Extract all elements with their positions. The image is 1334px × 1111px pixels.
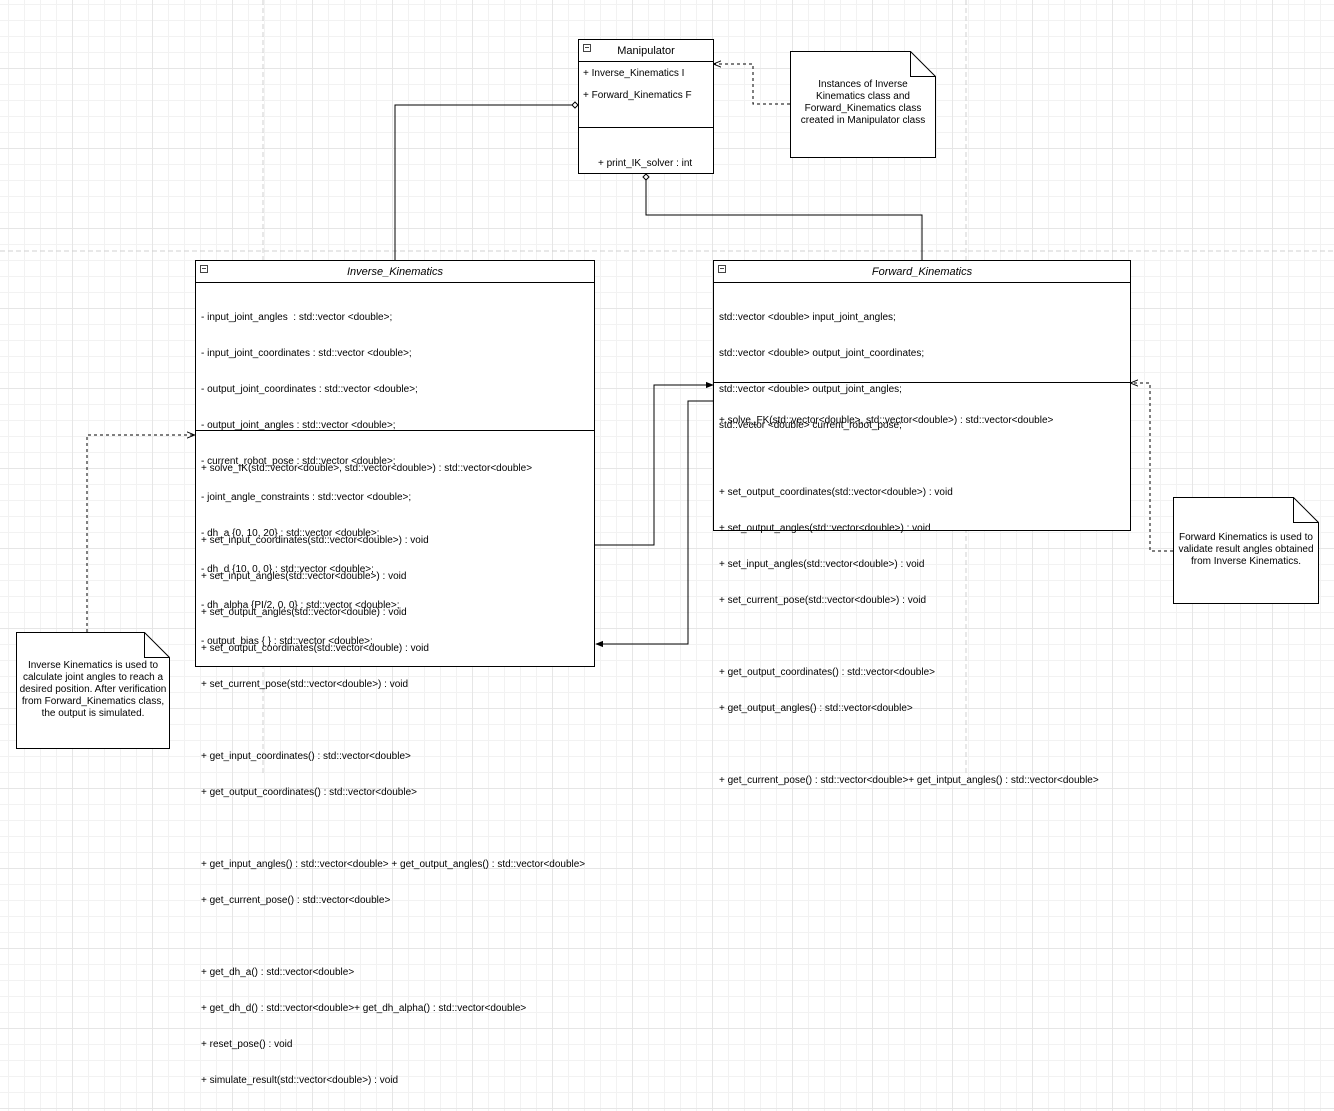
manipulator-note[interactable]: Instances of Inverse Kinematics class an… xyxy=(790,51,936,158)
operation-line: + set_current_pose(std::vector<double>) … xyxy=(201,679,409,690)
operation-line: + get_dh_d() : std::vector<double>+ get_… xyxy=(201,1003,527,1014)
operation-line xyxy=(719,451,1099,463)
manipulator-operation: + print_IK_solver : int xyxy=(598,158,693,169)
manipulator-class-header[interactable]: Manipulator xyxy=(579,40,713,62)
note-line: the output is simulated. xyxy=(41,708,145,719)
manipulator-divider xyxy=(579,127,713,128)
note-line: validate result angles obtained xyxy=(1178,544,1314,555)
inverse-kinematics-operations: + solve_IK(std::vector<double>, std::vec… xyxy=(201,439,585,1111)
ik-note-text: Inverse Kinematics is used to calculate … xyxy=(18,660,168,720)
note-line: created in Manipulator class xyxy=(800,115,926,126)
note-line: Forward Kinematics is used to xyxy=(1179,532,1313,543)
inverse-kinematics-attributes: - input_joint_angles : std::vector <doub… xyxy=(201,288,418,672)
attribute-line: - output_bias { } : std::vector <double>… xyxy=(201,636,373,647)
operation-line: + set_current_pose(std::vector<double>) … xyxy=(719,595,927,606)
operation-line: + get_current_pose() : std::vector<doubl… xyxy=(719,775,1099,786)
attribute-line: - dh_d {10, 0, 0} : std::vector <double>… xyxy=(201,564,374,575)
fk-note-link[interactable] xyxy=(1131,383,1173,552)
forward-kinematics-operations: + solve_FK(std::vector<double>, std::vec… xyxy=(719,391,1099,811)
operation-line: + get_current_pose() : std::vector<doubl… xyxy=(201,895,391,906)
note-line: from Forward_Kinematics class, xyxy=(21,696,165,707)
note-shape xyxy=(1173,497,1319,604)
operation-line: + get_output_coordinates() : std::vector… xyxy=(201,787,417,798)
forward-kinematics-attributes: std::vector <double> input_joint_angles;… xyxy=(719,288,924,456)
collapse-icon[interactable] xyxy=(718,265,726,273)
fk-aggregation-edge[interactable] xyxy=(645,180,923,260)
manipulator-class[interactable]: Manipulator + Inverse_Kinematics I + For… xyxy=(578,39,714,174)
inverse-kinematics-class-header[interactable]: Inverse_Kinematics xyxy=(196,261,594,283)
note-shape xyxy=(16,632,170,749)
operation-line: + set_input_angles(std::vector<double>) … xyxy=(719,559,925,570)
attribute-line: - current_robot_pose : std::vector <doub… xyxy=(201,456,396,467)
ik-aggregation-edge[interactable] xyxy=(394,104,572,260)
fk-aggregation-diamond xyxy=(642,173,650,181)
note-line: from Inverse Kinematics. xyxy=(1190,556,1302,567)
ik-to-fk-arrow[interactable] xyxy=(595,381,714,546)
forward-kinematics-divider xyxy=(714,382,1130,383)
collapse-icon[interactable] xyxy=(583,44,591,52)
operation-line: + get_output_angles() : std::vector<doub… xyxy=(719,703,913,714)
operation-line xyxy=(201,715,585,727)
collapse-icon[interactable] xyxy=(200,265,208,273)
operation-line: + get_output_coordinates() : std::vector… xyxy=(719,667,935,678)
attribute-line: - output_joint_angles : std::vector <dou… xyxy=(201,420,396,431)
fk-note[interactable]: Forward Kinematics is used to validate r… xyxy=(1173,497,1319,604)
operation-line: + get_dh_a() : std::vector<double> xyxy=(201,967,355,978)
operation-line: + set_input_angles(std::vector<double>) … xyxy=(201,571,407,582)
operation-line xyxy=(719,631,1099,643)
forward-kinematics-class-header[interactable]: Forward_Kinematics xyxy=(714,261,1130,283)
note-line: desired position. After verification xyxy=(19,684,167,695)
fk-to-ik-arrow[interactable] xyxy=(595,400,713,648)
manipulator-attribute: + Forward_Kinematics F xyxy=(583,90,692,101)
attribute-line: - output_joint_coordinates : std::vector… xyxy=(201,384,418,395)
operation-line: + get_input_coordinates() : std::vector<… xyxy=(201,751,411,762)
ik-note[interactable]: Inverse Kinematics is used to calculate … xyxy=(16,632,170,749)
operation-line xyxy=(719,739,1099,751)
attribute-line: - joint_angle_constraints : std::vector … xyxy=(201,492,412,503)
operation-line: + set_output_coordinates(std::vector<dou… xyxy=(719,487,953,498)
attribute-line: std::vector <double> current_robot_pose; xyxy=(719,420,902,431)
diagram-canvas: Manipulator + Inverse_Kinematics I + For… xyxy=(0,0,1334,1086)
forward-kinematics-class[interactable]: Forward_Kinematics std::vector <double> … xyxy=(713,260,1131,786)
inverse-kinematics-divider xyxy=(196,430,594,431)
operation-line: + set_input_coordinates(std::vector<doub… xyxy=(201,535,429,546)
operation-line: + get_input_angles() : std::vector<doubl… xyxy=(201,859,586,870)
inverse-kinematics-class-title: Inverse_Kinematics xyxy=(347,266,443,278)
forward-kinematics-class-title: Forward_Kinematics xyxy=(871,266,973,278)
operation-line: + set_output_angles(std::vector<double) … xyxy=(201,607,407,618)
manipulator-note-text: Instances of Inverse Kinematics class an… xyxy=(792,79,934,127)
inverse-kinematics-class[interactable]: Inverse_Kinematics - input_joint_angles … xyxy=(195,260,595,1086)
note-line: Inverse Kinematics is used to xyxy=(27,660,159,671)
attribute-line: std::vector <double> output_joint_angles… xyxy=(719,384,902,395)
attribute-line: - input_joint_angles : std::vector <doub… xyxy=(201,312,393,323)
operation-line: + solve_IK(std::vector<double>, std::vec… xyxy=(201,463,533,474)
operation-line xyxy=(201,823,585,835)
note-line: Instances of Inverse xyxy=(818,79,908,90)
ik-note-link[interactable] xyxy=(86,435,194,632)
operation-line: + simulate_result(std::vector<double>) :… xyxy=(201,1075,399,1086)
operation-line xyxy=(201,931,585,943)
attribute-line: std::vector <double> input_joint_angles; xyxy=(719,312,896,323)
operation-line: + reset_pose() : void xyxy=(201,1039,293,1050)
operation-line xyxy=(201,499,585,511)
note-line: Forward_Kinematics class xyxy=(804,103,922,114)
attribute-line: - dh_a {0, 10, 20} : std::vector <double… xyxy=(201,528,380,539)
attribute-line: - input_joint_coordinates : std::vector … xyxy=(201,348,412,359)
operation-line: + solve_FK(std::vector<double>, std::vec… xyxy=(719,415,1054,426)
ik-aggregation-diamond xyxy=(571,101,579,109)
note-line: calculate joint angles to reach a xyxy=(22,672,164,683)
attribute-line: std::vector <double> output_joint_coordi… xyxy=(719,348,925,359)
note-shape xyxy=(790,51,936,158)
manipulator-class-title: Manipulator xyxy=(617,45,675,57)
manipulator-note-link[interactable] xyxy=(714,64,790,105)
manipulator-attribute: + Inverse_Kinematics I xyxy=(583,68,685,79)
attribute-line: - dh_alpha {PI/2, 0, 0} : std::vector <d… xyxy=(201,600,400,611)
fk-note-text: Forward Kinematics is used to validate r… xyxy=(1175,532,1317,568)
note-line: Kinematics class and xyxy=(816,91,910,102)
operation-line: + set_output_angles(std::vector<double>)… xyxy=(719,523,931,534)
operation-line: + set_output_coordinates(std::vector<dou… xyxy=(201,643,429,654)
